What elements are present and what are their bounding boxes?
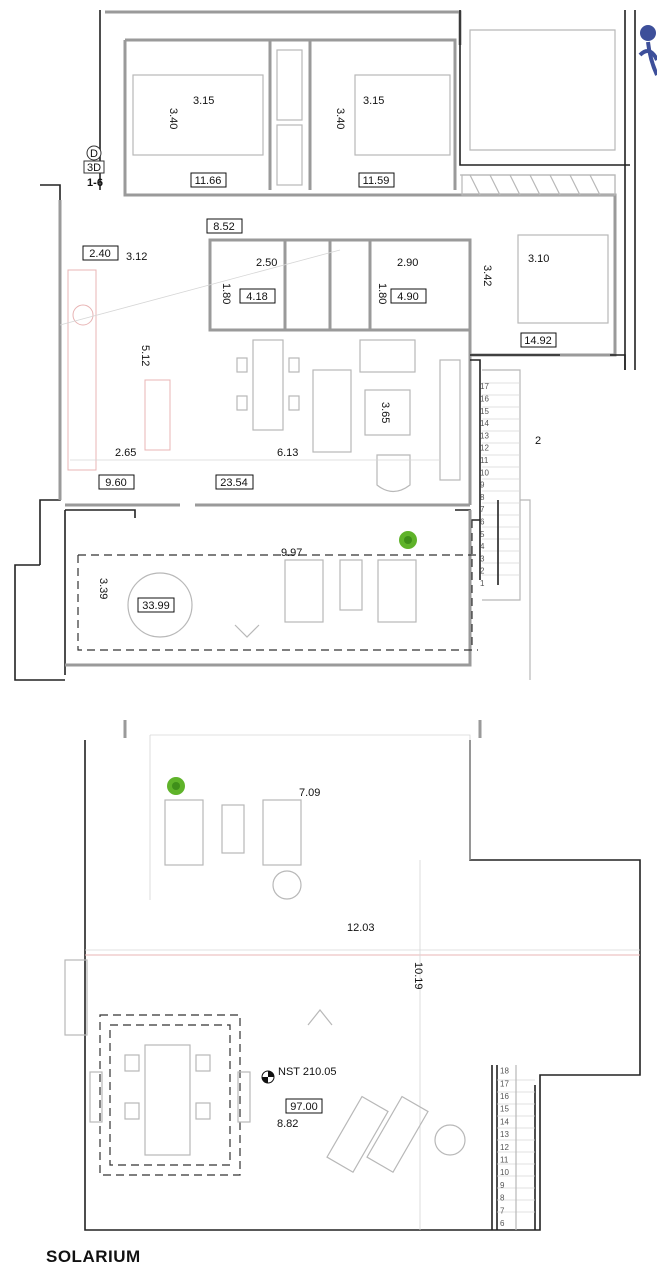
stair-step-number: 11: [500, 1156, 509, 1165]
dim-bed2-height: 3.40: [334, 108, 346, 129]
unit-floors: 1-6: [87, 177, 103, 189]
stair-step-number: 10: [480, 468, 489, 477]
plan-title: SOLARIUM: [46, 1247, 141, 1266]
brand-logo-icon: [638, 25, 657, 76]
unit-type: 3D: [87, 162, 101, 174]
stair-step-number: 13: [480, 431, 489, 440]
stair-step-number: 6: [480, 518, 485, 527]
stair-step-number: 15: [500, 1105, 509, 1114]
stair-step-number: 8: [500, 1194, 505, 1203]
dim-living-width: 6.13: [277, 447, 298, 459]
solarium-furniture: [89, 799, 466, 1173]
dim-bed1-width: 3.15: [193, 95, 214, 107]
lower-stair-numbers: 6 7 8 9 10 11 12 13 14 15 16 17 18: [500, 1067, 509, 1228]
stair-step-number: 12: [500, 1143, 509, 1152]
level-marker-label: NST 210.05: [278, 1066, 337, 1078]
stair-step-number: 12: [480, 444, 489, 453]
dim-kitchen-height: 5.12: [139, 345, 151, 366]
area-master-bedroom: 14.92: [524, 335, 552, 347]
dim-kitchen-width: 2.65: [115, 447, 136, 459]
sofa: [312, 369, 352, 453]
stair-step-number: 17: [480, 382, 489, 391]
stair-step-number: 14: [500, 1117, 509, 1126]
pergola: [99, 1014, 241, 1176]
area-bedroom-2: 11.59: [363, 175, 390, 187]
stair-step-number: 16: [500, 1092, 509, 1101]
stair-step-number: 7: [500, 1206, 505, 1215]
coffee-table: [364, 389, 411, 436]
kitchen-counter: [67, 269, 97, 471]
stair-step-number: 4: [480, 542, 485, 551]
stair-step-number: 9: [480, 481, 485, 490]
area-terrace: 33.99: [142, 600, 170, 612]
unit-letter: D: [90, 148, 98, 160]
stair-step-number: 9: [500, 1181, 505, 1190]
stair-step-number: 15: [480, 407, 489, 416]
dim-solarium-height: 10.19: [412, 962, 424, 990]
stair-step-number: 6: [500, 1219, 505, 1228]
upper-floor-walls: [14, 10, 636, 681]
stair-step-number: 13: [500, 1130, 509, 1139]
dim-master-height: 3.42: [481, 265, 493, 286]
stair-step-number: 3: [480, 554, 485, 563]
dim-stair: 2: [535, 435, 541, 447]
dim-bath2-width: 2.90: [397, 257, 418, 269]
tv-unit: [439, 359, 461, 481]
bed-2: [354, 74, 451, 156]
dim-bed2-width: 3.15: [363, 95, 384, 107]
area-living: 23.54: [220, 477, 248, 489]
solarium-walls: [64, 720, 641, 1231]
stair-step-number: 11: [480, 456, 489, 465]
area-kitchen: 9.60: [105, 477, 126, 489]
round-table: [127, 572, 193, 638]
stair-step-number: 2: [480, 567, 485, 576]
stair-step-number: 17: [500, 1079, 509, 1088]
stair-step-number: 18: [500, 1067, 509, 1076]
dining-table: [252, 339, 284, 431]
area-entry: 2.40: [89, 248, 110, 260]
dim-terrace-width: 9.97: [281, 547, 302, 559]
dim-terrace-height: 3.39: [97, 578, 109, 599]
stair-step-number: 5: [480, 530, 485, 539]
terrace-outline: [77, 520, 478, 651]
area-bath-2: 4.90: [397, 291, 418, 303]
bed-1: [132, 74, 264, 156]
unit-marker: D 3D 1-6: [83, 145, 105, 189]
dim-master-width: 3.10: [528, 253, 549, 265]
area-labels: 11.66 11.59 8.52 2.40 4.18 4.90 14.92 9.…: [82, 172, 557, 1114]
stair-step-number: 10: [500, 1168, 509, 1177]
dim-bath2-height: 1.80: [376, 283, 388, 304]
dim-solarium-extra: 8.82: [277, 1118, 298, 1130]
stair-step-number: 16: [480, 395, 489, 404]
area-hall: 8.52: [213, 221, 234, 233]
upper-furniture: [67, 49, 616, 638]
dim-solarium-width: 12.03: [347, 922, 375, 934]
dim-bed1-height: 3.40: [167, 108, 179, 129]
area-solarium: 97.00: [290, 1101, 318, 1113]
level-marker-icon: [261, 1070, 275, 1084]
bed-master: [517, 234, 609, 324]
diagonal-guide: [59, 249, 341, 326]
area-bath-1: 4.18: [246, 291, 267, 303]
dimension-labels: 3.15 3.40 3.15 3.40 3.12 2.50 1.80 2.90 …: [97, 95, 549, 1130]
dim-bath1-height: 1.80: [220, 283, 232, 304]
plant-icon: [399, 531, 417, 549]
stair-step-number: 8: [480, 493, 485, 502]
upper-stair: [482, 369, 531, 680]
stair-step-number: 1: [480, 579, 485, 588]
plant-icon: [167, 777, 185, 795]
stair-step-number: 7: [480, 505, 485, 514]
dim-bath1-width: 2.50: [256, 257, 277, 269]
dim-solarium-top: 7.09: [299, 787, 320, 799]
dim-entry: 3.12: [126, 251, 147, 263]
dining-table: [144, 1044, 191, 1156]
dim-living-height: 3.65: [379, 402, 391, 423]
stair-step-number: 14: [480, 419, 489, 428]
area-bedroom-1: 11.66: [195, 175, 222, 187]
